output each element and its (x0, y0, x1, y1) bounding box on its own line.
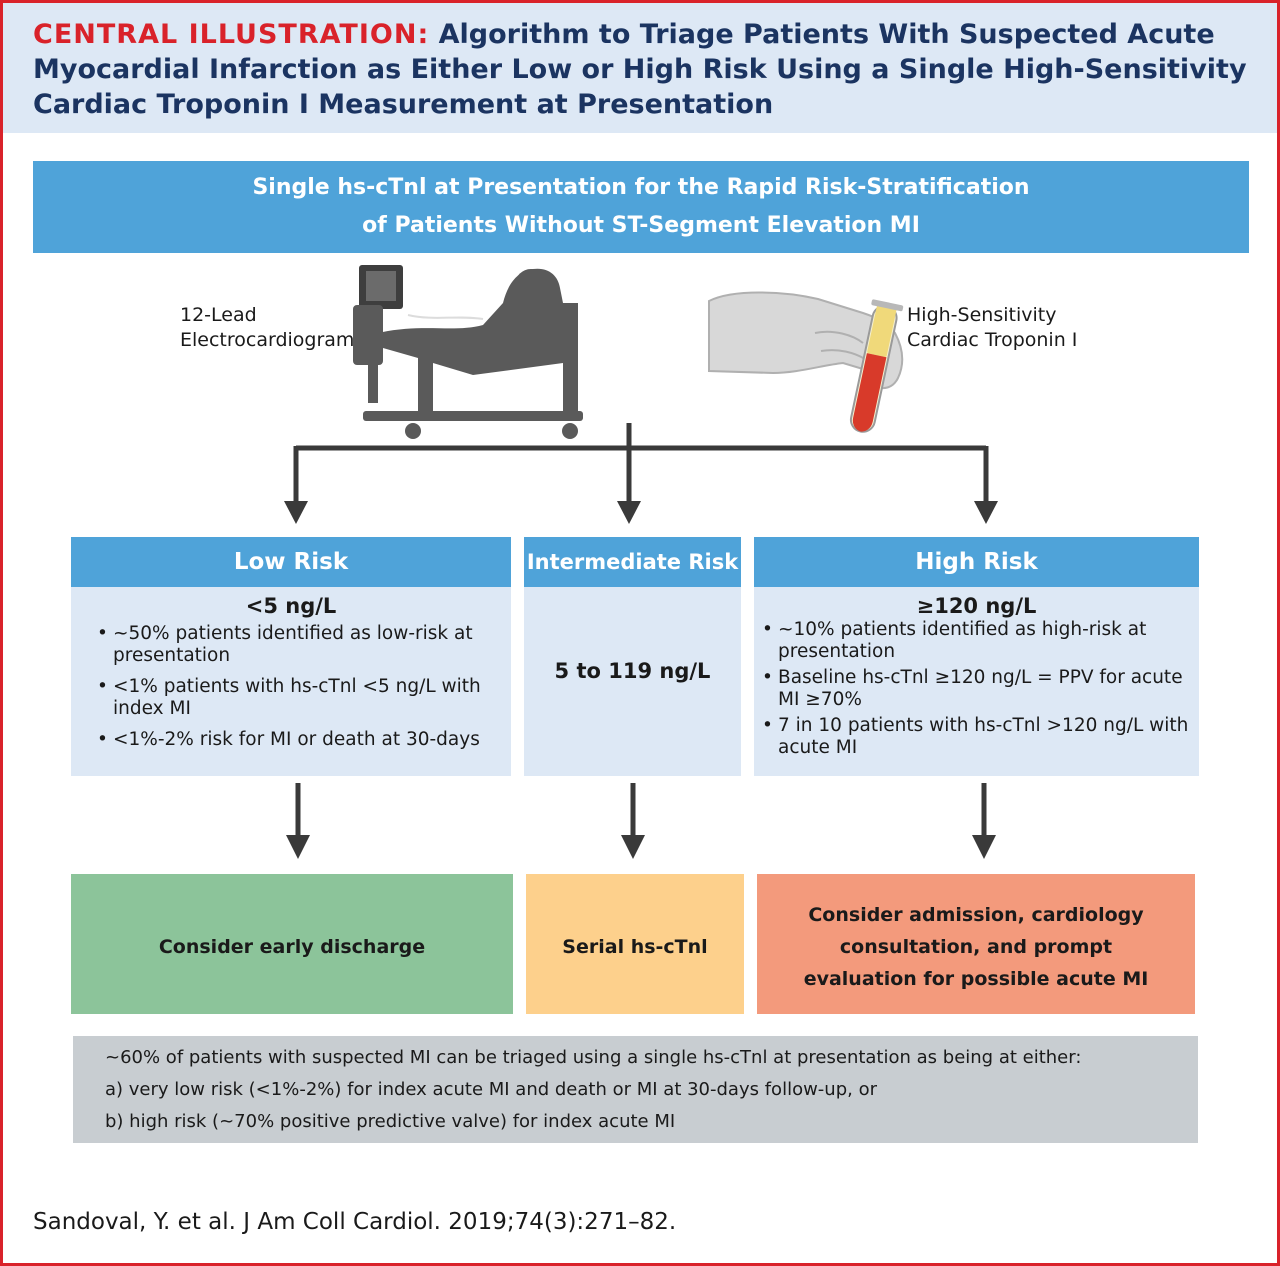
low-risk-bullet: ~50% patients identified as low-risk at … (93, 623, 501, 667)
figure-title-text: Algorithm to Triage Patients With Suspec… (33, 19, 1247, 120)
high-risk-threshold: ≥120 ng/L (916, 594, 1037, 618)
high-risk-header: High Risk (754, 537, 1199, 587)
low-risk-bullet: <1%-2% risk for MI or death at 30-days (93, 729, 501, 751)
banner-line-2: of Patients Without ST-Segment Elevation… (362, 213, 920, 238)
ecg-caption-line-2: Electrocardiogram (180, 329, 355, 351)
header: CENTRAL ILLUSTRATION: Algorithm to Triag… (3, 3, 1277, 133)
arrowheads-top (284, 501, 998, 524)
action-intermediate-text: Serial hs-cTnl (562, 936, 708, 958)
arrowheads-lower (286, 835, 996, 859)
action-high-text: Consider admission, cardiology consultat… (803, 904, 1149, 990)
low-risk-bullets: ~50% patients identified as low-risk at … (71, 623, 511, 751)
banner: Single hs-cTnl at Presentation for the R… (33, 161, 1249, 253)
troponin-caption: High-Sensitivity Cardiac Troponin I (907, 303, 1077, 353)
branch-lines-lower (295, 783, 987, 839)
action-low-text: Consider early discharge (158, 936, 426, 958)
citation: Sandoval, Y. et al. J Am Coll Cardiol. 2… (33, 1209, 677, 1235)
figure-title: CENTRAL ILLUSTRATION: Algorithm to Triag… (33, 17, 1263, 122)
ecg-caption-line-1: 12-Lead (180, 304, 257, 326)
summary-line-2: a) very low risk (<1%-2%) for index acut… (105, 1079, 877, 1100)
action-box-low (71, 874, 513, 1014)
ecg-patient-icon (353, 265, 583, 439)
high-risk-bullet: ~10% patients identified as high-risk at… (758, 619, 1191, 663)
low-risk-bullet: <1% patients with hs-cTnl <5 ng/L with i… (93, 676, 501, 720)
connector-arrows (71, 265, 1195, 1014)
summary-line-1: ~60% of patients with suspected MI can b… (105, 1047, 1082, 1068)
central-illustration-label: CENTRAL ILLUSTRATION: (33, 19, 430, 50)
high-risk-bullet: 7 in 10 patients with hs-cTnl >120 ng/L … (758, 715, 1191, 759)
high-risk-body: ≥120 ng/L ~10% patients identified as hi… (754, 587, 1199, 776)
troponin-caption-line-2: Cardiac Troponin I (907, 329, 1078, 351)
high-risk-bullets: ~10% patients identified as high-risk at… (754, 619, 1199, 759)
summary-line-3: b) high risk (~70% positive predictive v… (105, 1111, 676, 1132)
intermediate-risk-header: Intermediate Risk (524, 537, 741, 587)
troponin-caption-line-1: High-Sensitivity (907, 304, 1057, 326)
intermediate-risk-body: 5 to 119 ng/L (524, 587, 741, 776)
troponin-tube-icon (708, 291, 904, 433)
action-box-high (757, 874, 1195, 1014)
branch-lines (293, 423, 989, 505)
intermediate-risk-threshold: 5 to 119 ng/L (554, 659, 711, 683)
high-risk-bullet: Baseline hs-cTnl ≥120 ng/L = PPV for acu… (758, 667, 1191, 711)
summary-box: ~60% of patients with suspected MI can b… (73, 1036, 1198, 1143)
low-risk-body: <5 ng/L ~50% patients identified as low-… (71, 587, 511, 776)
banner-line-1: Single hs-cTnl at Presentation for the R… (252, 175, 1030, 200)
low-risk-header: Low Risk (71, 537, 511, 587)
ecg-caption: 12-Lead Electrocardiogram (180, 303, 354, 353)
action-box-intermediate (526, 874, 744, 1014)
low-risk-threshold: <5 ng/L (245, 594, 337, 618)
